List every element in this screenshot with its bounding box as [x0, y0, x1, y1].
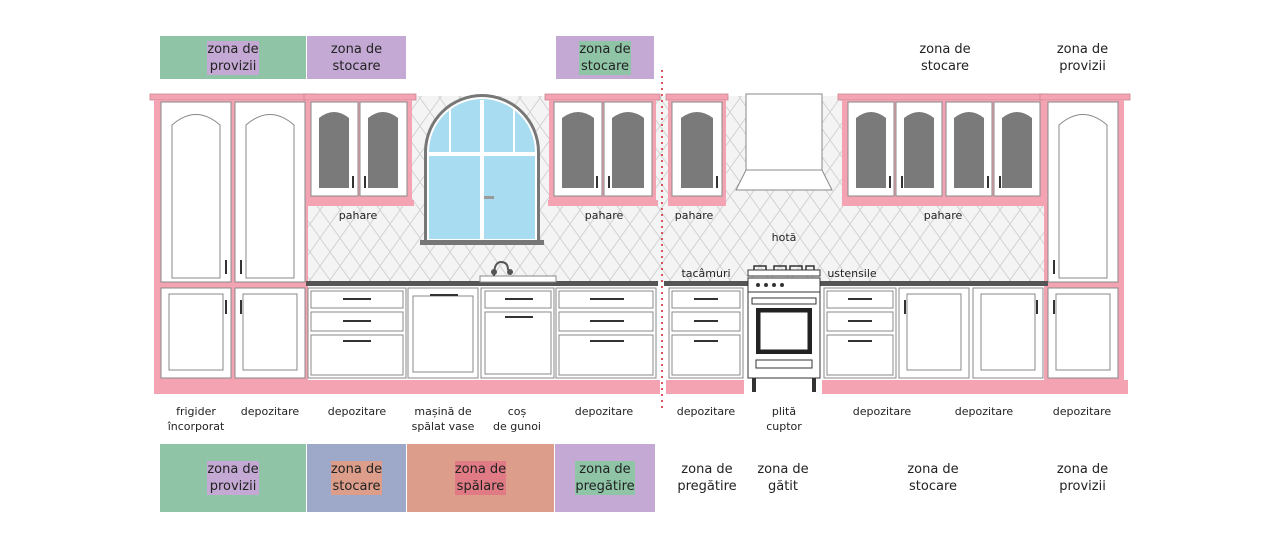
bottom-zone-text: zona de gătit: [757, 462, 809, 494]
top-zone-provizii-right: zona de provizii: [1046, 36, 1119, 79]
top-zone-text: zona de provizii: [1056, 41, 1109, 74]
bottom-zone-gatit: zona de gătit: [746, 444, 820, 512]
bottom-zone-text: zona de provizii: [1056, 462, 1109, 494]
countertop-right: [664, 281, 1048, 286]
upper-cabinet-3: [665, 93, 729, 206]
sink-faucet: [479, 260, 557, 283]
window: [420, 94, 544, 245]
upper-cabinet-4: [837, 93, 1049, 206]
label-pahare-1: pahare: [338, 209, 378, 222]
bottom-zone-text: zona de spălare: [454, 461, 507, 495]
label-depozitare-5: depozitare: [852, 405, 912, 418]
label-depozitare-4: depozitare: [676, 405, 736, 418]
bottom-zone-spalare: zona de spălare: [407, 444, 554, 512]
label-ustensile: ustensile: [827, 267, 877, 280]
tall-cabinet-right: [1039, 93, 1131, 384]
top-zone-stocare-2: zona de stocare: [556, 36, 654, 79]
bottom-zone-text: zona de provizii: [207, 461, 259, 495]
bottom-zone-provizii-right: zona de provizii: [1046, 444, 1119, 512]
label-pahare-4: pahare: [923, 209, 963, 222]
label-pahare-2: pahare: [584, 209, 624, 222]
label-hota: hotă: [771, 231, 797, 244]
bottom-zone-text: zona de stocare: [330, 461, 383, 495]
top-zone-text: zona de stocare: [919, 41, 971, 74]
label-depozitare-3: depozitare: [574, 405, 634, 418]
bottom-zone-text: zona de stocare: [907, 462, 959, 494]
label-depozitare-1: depozitare: [240, 405, 300, 418]
upper-cabinet-1: [303, 93, 417, 206]
label-masina-vase: mașină de spălat vase: [411, 405, 475, 433]
top-zone-text: zona de stocare: [330, 40, 383, 75]
bottom-zone-stocare-right: zona de stocare: [822, 444, 1044, 512]
top-zone-text: zona de provizii: [207, 40, 259, 75]
label-pahare-3: pahare: [674, 209, 714, 222]
stove-oven: [747, 265, 821, 392]
bottom-zone-text: zona de pregătire: [677, 462, 737, 494]
top-zone-text: zona de stocare: [579, 40, 631, 75]
range-hood: [735, 93, 833, 191]
top-zone-stocare-3: zona de stocare: [848, 36, 1042, 79]
bottom-zone-stocare-left: zona de stocare: [307, 444, 406, 512]
bottom-zone-pregatire-right: zona de pregătire: [670, 444, 744, 512]
bottom-zone-text: zona de pregătire: [575, 461, 635, 495]
top-zone-provizii-left: zona de provizii: [160, 36, 306, 79]
label-plita-cuptor: plită cuptor: [766, 405, 802, 433]
label-depozitare-2: depozitare: [327, 405, 387, 418]
label-depozitare-6: depozitare: [954, 405, 1014, 418]
bottom-zone-provizii-left: zona de provizii: [160, 444, 306, 512]
upper-cabinet-2: [544, 93, 661, 206]
base-cabinets-left: [154, 287, 660, 394]
label-tacamuri: tacâmuri: [681, 267, 731, 280]
label-cos-gunoi: coș de gunoi: [493, 405, 541, 433]
label-depozitare-7: depozitare: [1052, 405, 1112, 418]
bottom-zone-pregatire-left: zona de pregătire: [555, 444, 655, 512]
base-cabinets-right: [666, 287, 1128, 394]
label-frigider: frigider încorporat: [167, 405, 225, 433]
top-zone-stocare-1: zona de stocare: [307, 36, 406, 79]
countertop-left: [306, 281, 658, 286]
